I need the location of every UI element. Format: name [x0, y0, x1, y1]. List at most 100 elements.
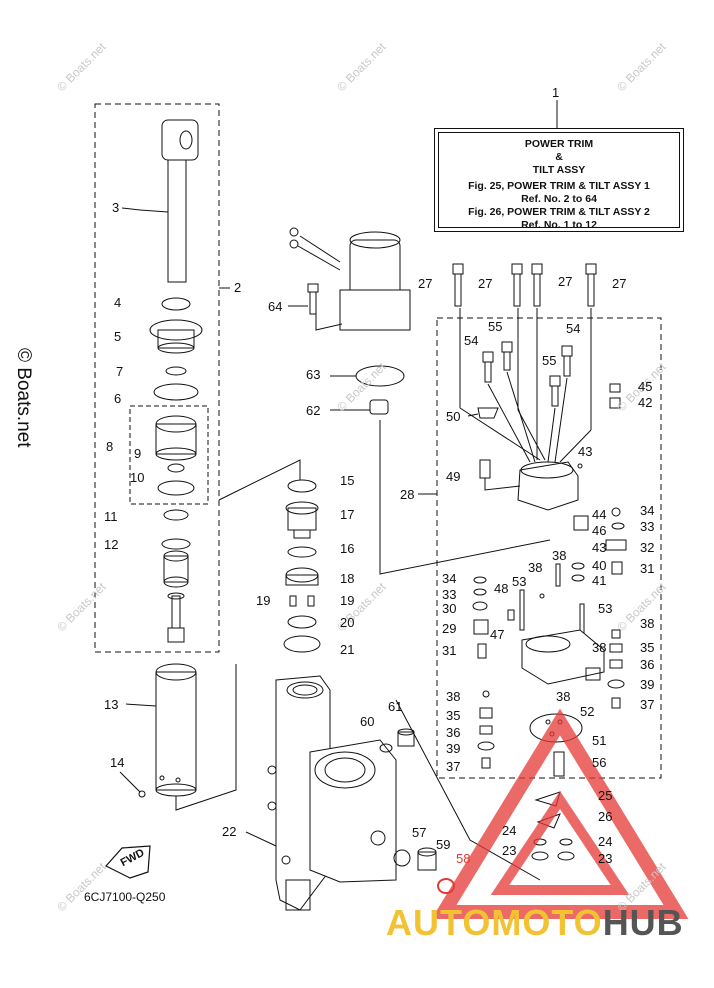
part-23-l: [531, 851, 549, 861]
part-21: [283, 635, 321, 653]
part-34-left: [473, 576, 487, 584]
part-53-rod: [519, 589, 525, 631]
group-box-28: [436, 317, 662, 779]
part-6: [153, 383, 199, 401]
part-12-bolt: [167, 592, 185, 643]
callout-57: 57: [412, 825, 427, 840]
callout-12: 12: [104, 537, 119, 552]
part-64: [307, 283, 319, 315]
callout-20: 20: [340, 615, 355, 630]
part-41: [571, 574, 585, 582]
callout-11: 11: [104, 509, 118, 524]
part-36-r: [609, 659, 623, 669]
callout-14: 14: [110, 755, 125, 770]
callout-42: 42: [638, 395, 653, 410]
callout-6: 6: [114, 391, 122, 406]
title-line: Fig. 25, POWER TRIM & TILT ASSY 1: [468, 180, 650, 192]
callout-24-r: 24: [598, 834, 613, 849]
callout-9: 9: [134, 446, 142, 461]
brand-logo-text: AUTOMOTOHUB: [386, 902, 684, 944]
part-35-r: [609, 643, 623, 653]
part-12: [161, 538, 191, 550]
callout-36-l: 36: [446, 725, 461, 740]
part-38-l: [482, 690, 490, 698]
part-16: [287, 546, 317, 558]
group-box-8: [129, 405, 209, 505]
callout-35-r: 35: [640, 640, 655, 655]
part-30: [472, 601, 488, 611]
callout-31-r: 31: [640, 561, 655, 576]
callout-54-b: 54: [566, 321, 581, 336]
callout-1: 1: [552, 85, 560, 100]
callout-35-l: 35: [446, 708, 461, 723]
part-31-left: [477, 643, 487, 659]
callout-64: 64: [268, 299, 283, 314]
callout-26: 26: [598, 809, 613, 824]
part-50: [477, 407, 499, 419]
callout-50: 50: [446, 409, 461, 424]
callout-16: 16: [340, 541, 355, 556]
callout-38-e: 38: [556, 689, 571, 704]
brand-part-auto: AUTO: [386, 902, 492, 943]
callout-2: 2: [234, 280, 242, 295]
callout-61: 61: [388, 699, 403, 714]
callout-51: 51: [592, 733, 607, 748]
callout-29: 29: [442, 621, 457, 636]
callout-8: 8: [106, 439, 114, 454]
part-27-bolts: [452, 263, 597, 307]
callout-38-d: 38: [592, 640, 607, 655]
callout-52: 52: [580, 704, 595, 719]
callout-48: 48: [494, 581, 509, 596]
callout-40: 40: [592, 558, 607, 573]
part-35-l: [479, 707, 493, 719]
callout-53-b: 53: [598, 601, 613, 616]
part-37-r: [611, 697, 621, 709]
callout-44: 44: [592, 507, 607, 522]
part-57: [393, 849, 411, 867]
part-36-l: [479, 725, 493, 735]
part-60: [379, 743, 393, 753]
part-4: [161, 297, 191, 311]
callout-62: 62: [306, 403, 321, 418]
title-line: POWER TRIM: [524, 138, 594, 150]
callout-55-a: 55: [488, 319, 503, 334]
part-45: [609, 383, 621, 393]
part-valve-body-lower: [521, 629, 605, 685]
callout-33-r: 33: [640, 519, 655, 534]
part-59: [417, 847, 437, 871]
part-14: [138, 790, 146, 798]
callout-13: 13: [104, 697, 119, 712]
callout-37-r: 37: [640, 697, 655, 712]
callout-19-right: 19: [340, 593, 355, 608]
part-5: [149, 319, 203, 354]
part-38-stem: [555, 563, 561, 587]
part-28-valve-block: [517, 461, 579, 511]
callout-33-l: 33: [442, 587, 457, 602]
callout-32: 32: [640, 540, 655, 555]
callout-25: 25: [598, 788, 613, 803]
part-23-r: [557, 851, 575, 861]
part-49: [479, 459, 491, 479]
callout-18: 18: [340, 571, 355, 586]
callout-24-l: 24: [502, 823, 517, 838]
callout-27-a: 27: [418, 276, 433, 291]
callout-19-left: 19: [256, 593, 271, 608]
automotohub-logo-icon: [431, 708, 689, 919]
part-12-body: [163, 550, 189, 588]
part-15: [287, 479, 317, 493]
callout-38-a: 38: [552, 548, 567, 563]
part-tilt-rod: [139, 119, 199, 283]
part-43-top: [577, 463, 583, 469]
callout-58: 58: [456, 851, 471, 866]
part-10: [157, 480, 195, 496]
callout-10: 10: [130, 470, 145, 485]
part-34-right: [611, 507, 621, 517]
part-48: [507, 609, 515, 621]
part-44: [573, 515, 589, 531]
part-39-l: [477, 741, 495, 751]
part-52: [585, 667, 601, 681]
callout-56: 56: [592, 755, 607, 770]
part-42: [609, 397, 621, 409]
title-line: Ref. No. 2 to 64: [521, 193, 597, 205]
